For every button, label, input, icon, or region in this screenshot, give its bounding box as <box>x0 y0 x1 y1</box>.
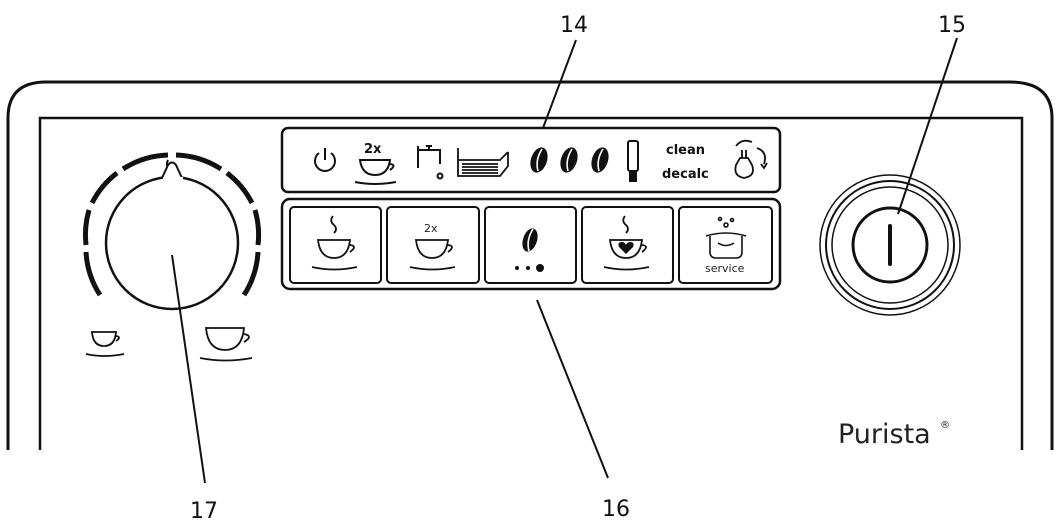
machine-outer-housing <box>6 80 1054 450</box>
bean-split-lines <box>536 148 604 172</box>
water-filter-icon <box>627 140 639 182</box>
decalc-label: decalc <box>662 167 709 182</box>
callout-16: 16 <box>602 497 630 522</box>
large-cup-icon <box>199 327 253 362</box>
callout-leaders <box>171 37 958 484</box>
service-icon <box>705 216 747 259</box>
main-power-button[interactable] <box>819 174 961 316</box>
small-cup-icon <box>85 331 125 357</box>
steaming-cup-icon <box>311 215 358 271</box>
brand-name: Purista <box>838 419 931 450</box>
callout-17: 17 <box>190 499 218 524</box>
aroma-strength-button[interactable] <box>484 206 577 284</box>
service-button[interactable]: service <box>678 206 773 284</box>
callout-15: 15 <box>938 13 966 38</box>
clean-label: clean <box>666 143 705 158</box>
bean-strength-icon <box>530 147 609 173</box>
double-coffee-button-label: 2x <box>424 222 438 235</box>
coffee-quantity-dial[interactable] <box>104 159 240 311</box>
favourite-coffee-button[interactable] <box>581 206 674 284</box>
service-button-label: service <box>705 262 745 275</box>
power-standby-icon <box>314 148 336 172</box>
drip-tray-icon <box>457 148 509 177</box>
bean-icon <box>515 228 544 272</box>
steam-tap-icon <box>417 145 444 180</box>
rinse-icon <box>734 139 768 179</box>
double-coffee-button[interactable]: 2x <box>386 206 480 284</box>
single-coffee-button[interactable] <box>289 206 382 284</box>
brand-registered-mark: ® <box>940 420 950 431</box>
double-cup-label: 2x <box>364 142 382 157</box>
callout-14: 14 <box>560 13 588 38</box>
machine-inner-panel <box>38 116 1024 450</box>
heart-cup-icon <box>603 215 650 271</box>
dial-scale <box>82 152 262 297</box>
double-cup-icon <box>409 239 456 271</box>
double-cup-icon <box>354 159 397 185</box>
